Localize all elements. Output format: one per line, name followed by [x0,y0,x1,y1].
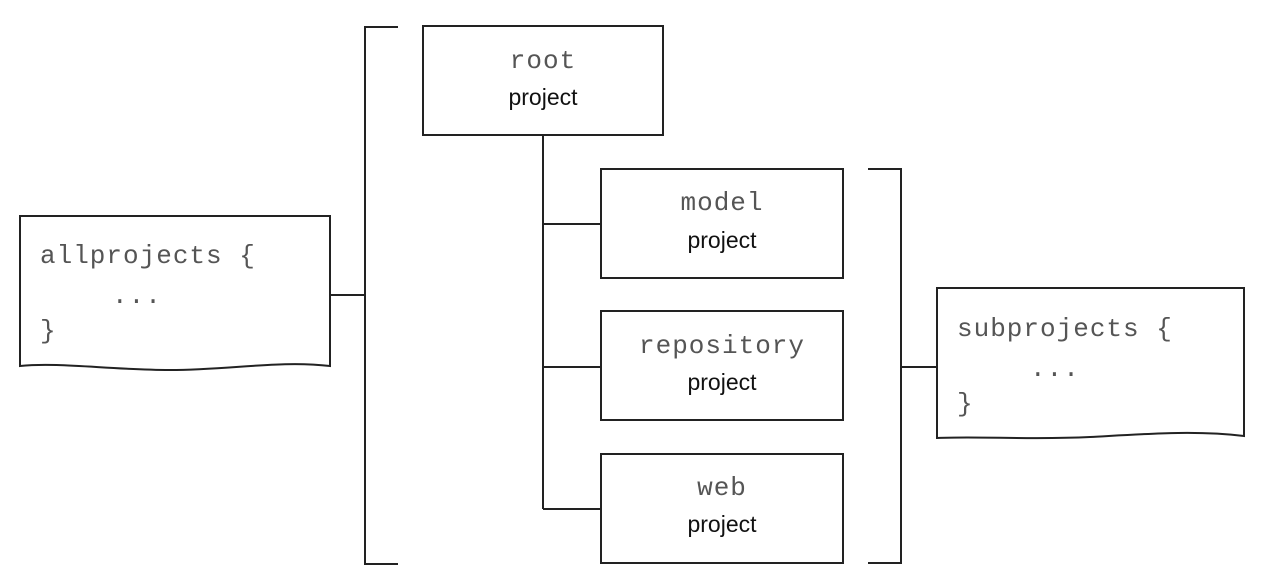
web-project-box: web project [600,453,844,564]
model-project-rect [600,168,844,279]
repository-project-rect [600,310,844,421]
allprojects-document-shape [19,215,331,372]
allprojects-bracket [364,26,398,565]
allprojects-block: allprojects { ... } [19,215,331,372]
model-project-name: model [680,188,763,218]
subprojects-document-shape [936,287,1245,440]
web-project-kind: project [687,511,757,537]
subprojects-line-3: } [957,389,974,419]
allprojects-line-1: allprojects { [40,241,256,271]
subprojects-line-1: subprojects { [957,314,1173,344]
allprojects-line-2: ... [112,281,162,311]
subprojects-bracket [868,168,902,564]
subprojects-block: subprojects { ... } [936,287,1245,440]
subprojects-line-2: ... [1030,354,1080,384]
repository-project-kind: project [687,369,757,395]
root-project-rect [422,25,664,136]
root-project-name: root [510,46,576,76]
web-project-name: web [697,473,747,503]
root-project-kind: project [508,84,578,110]
web-project-rect [600,453,844,564]
model-project-box: model project [600,168,844,279]
allprojects-line-3: } [40,316,57,346]
repository-project-name: repository [639,331,805,361]
root-project-box: root project [422,25,664,136]
repository-project-box: repository project [600,310,844,421]
model-project-kind: project [687,227,757,253]
